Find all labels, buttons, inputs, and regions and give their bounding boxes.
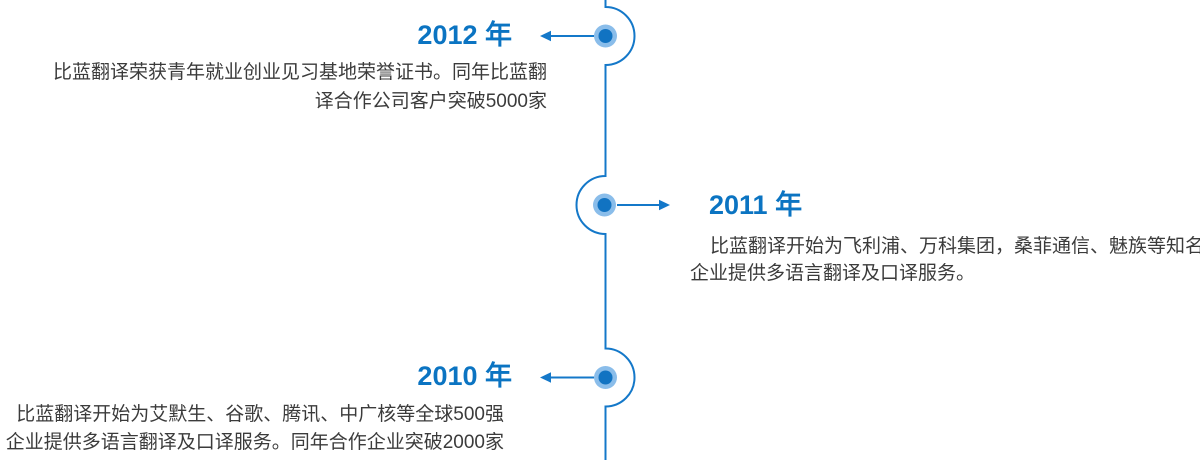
year-label-2010: 2010 年 xyxy=(417,361,512,391)
arrow-left-icon xyxy=(540,372,551,383)
timeline-node-2011 xyxy=(597,198,612,212)
event-description-line: 译合作公司客户突破5000家 xyxy=(314,91,547,112)
event-description-line: 企业提供多语言翻译及口译服务。 xyxy=(690,263,976,284)
arrow-right-icon xyxy=(659,199,670,211)
event-description-line: 比蓝翻译开始为艾默生、谷歌、腾讯、中广核等全球500强 xyxy=(16,404,504,425)
timeline-node-2012 xyxy=(598,29,613,43)
event-description-line: 企业提供多语言翻译及口译服务。同年合作企业突破2000家 xyxy=(5,432,504,453)
timeline-node-2010 xyxy=(598,370,613,385)
year-label-2011: 2011 年 xyxy=(709,190,803,220)
event-description-line: 比蓝翻译开始为飞利浦、万科集团，桑菲通信、魅族等知名 xyxy=(710,236,1200,257)
timeline-line xyxy=(575,0,636,460)
event-description-line: 比蓝翻译荣获青年就业创业见习基地荣誉证书。同年比蓝翻 xyxy=(52,62,547,83)
year-label-2012: 2012 年 xyxy=(417,20,512,50)
arrow-left-icon xyxy=(540,30,551,42)
